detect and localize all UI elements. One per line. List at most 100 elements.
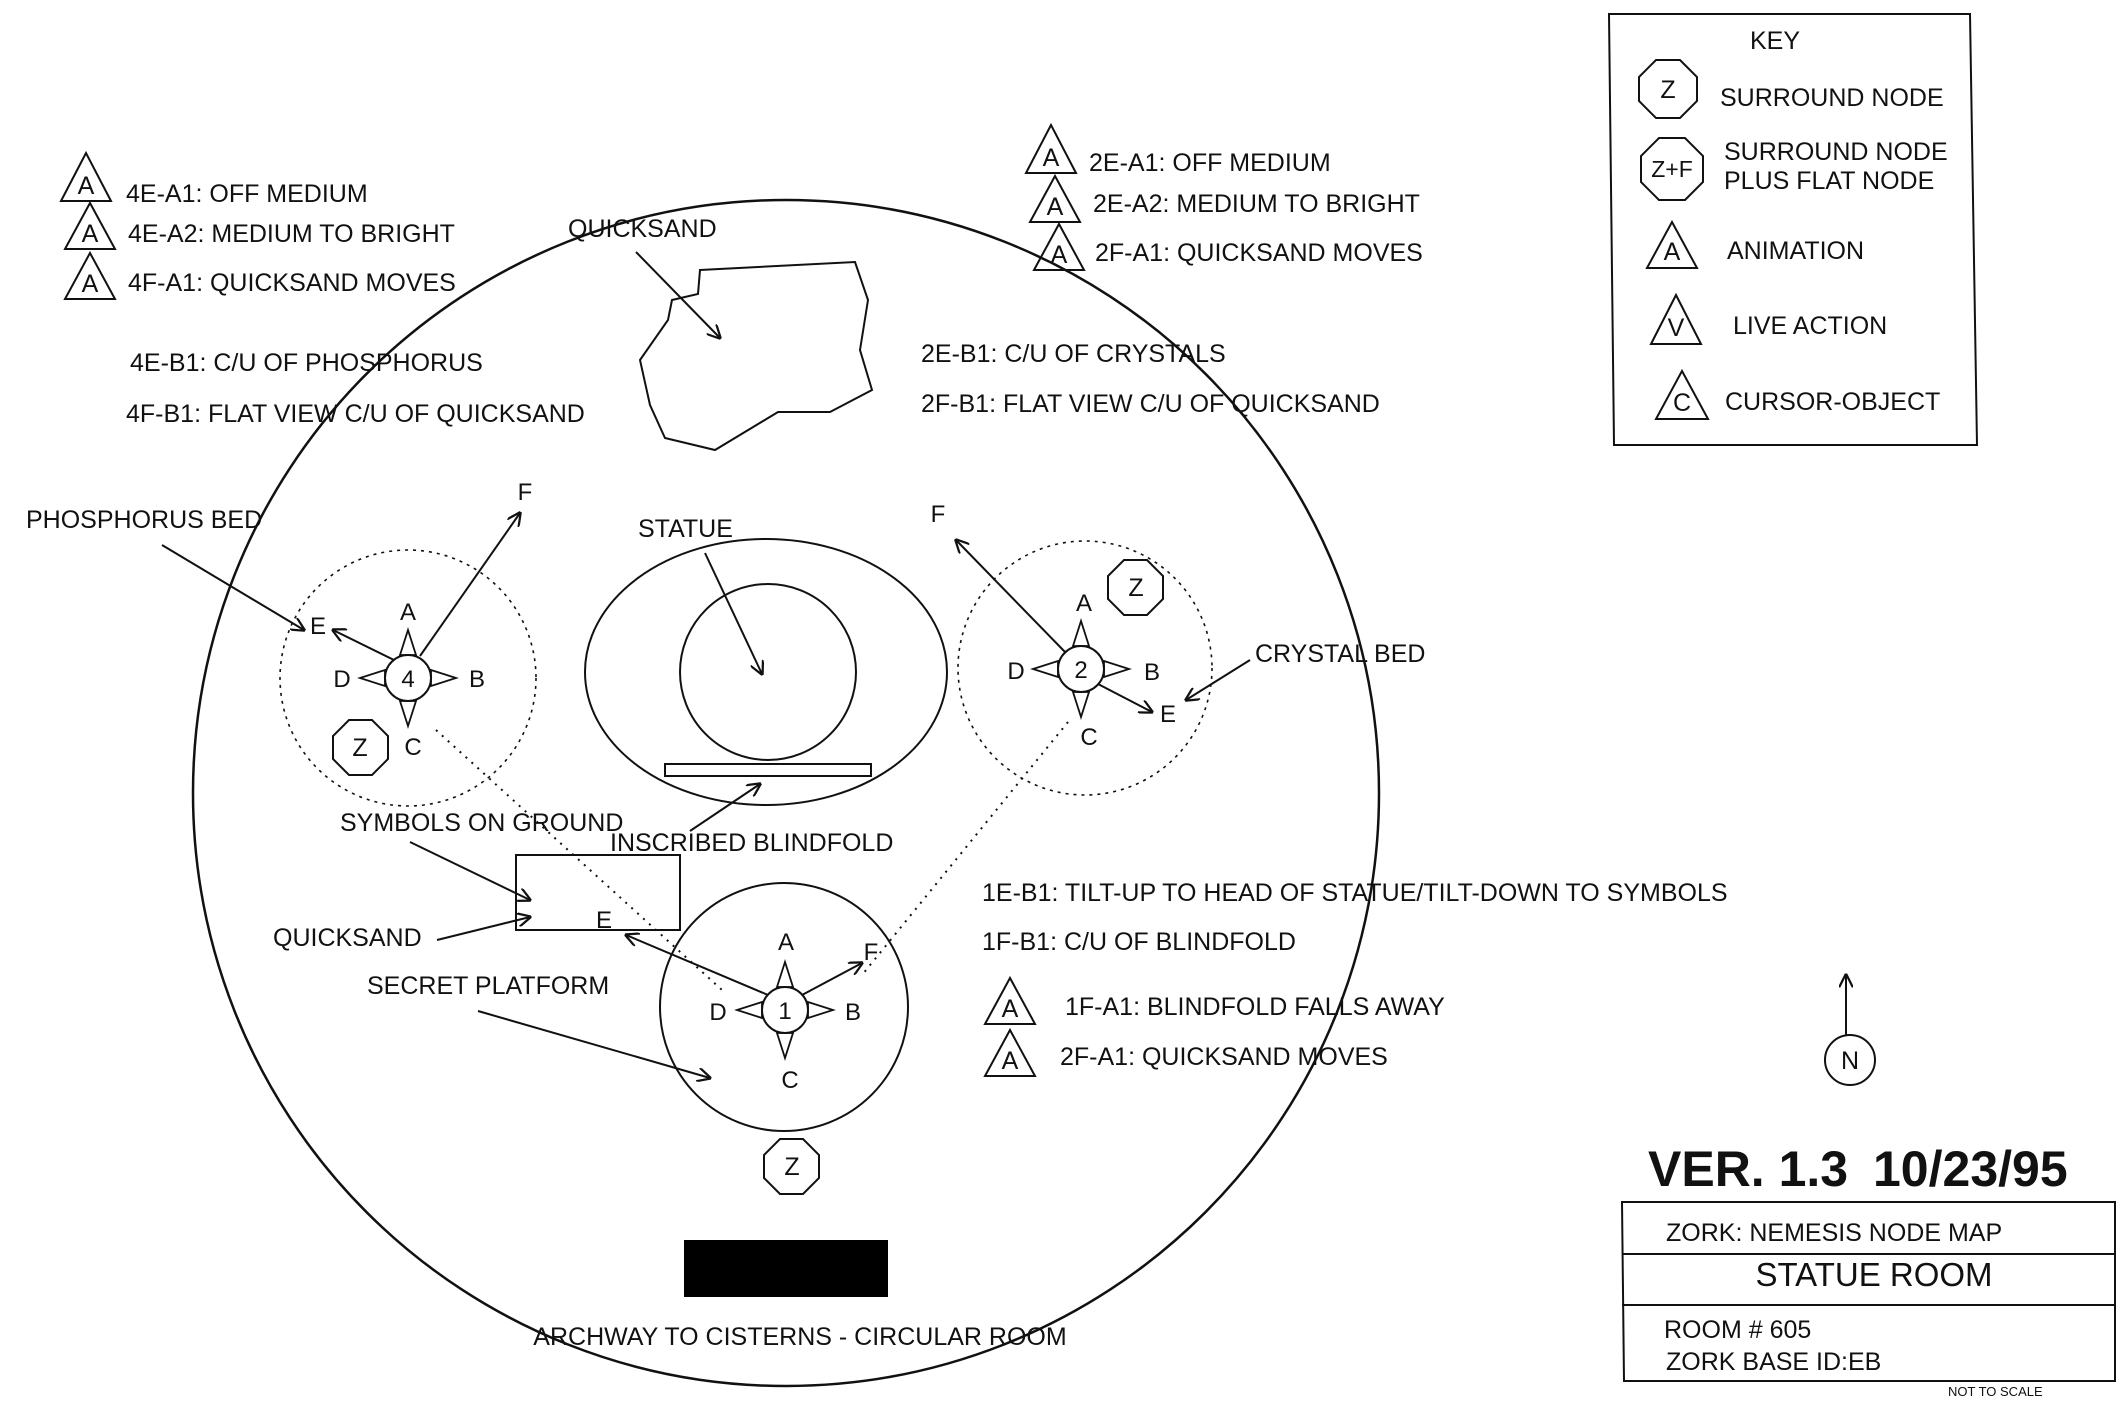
- quicksand-left-label: QUICKSAND: [273, 924, 422, 952]
- node-1-dir-a: A: [778, 929, 794, 956]
- surround-flat-node-key-icon: [1640, 137, 1704, 201]
- crystal-bed-label: CRYSTAL BED: [1255, 640, 1425, 668]
- room-name: STATUE ROOM: [1755, 1256, 1992, 1293]
- symbols-on-ground-label: SYMBOLS ON GROUND: [340, 809, 623, 837]
- animation-icon: [1024, 122, 1078, 174]
- key-label-animation: ANIMATION: [1727, 237, 1864, 265]
- north-label: N: [1841, 1047, 1859, 1075]
- svg-text:A: A: [82, 220, 99, 248]
- animation-icon: [1028, 173, 1082, 223]
- node-1-dir-f: F: [864, 939, 879, 966]
- title-block: ZORK: NEMESIS NODE MAP STATUE ROOM ROOM …: [1620, 1201, 2116, 1399]
- node-4[interactable]: 4 A B C D E F Z: [279, 479, 537, 807]
- scale-note: NOT TO SCALE: [1948, 1384, 2043, 1399]
- key-label-live-action: LIVE ACTION: [1733, 312, 1887, 340]
- key-symbol-v: V: [1668, 314, 1685, 342]
- svg-text:A: A: [1043, 144, 1060, 172]
- note-4f-a1: 4F-A1: QUICKSAND MOVES: [128, 269, 456, 297]
- surround-node-icon: [763, 1138, 820, 1195]
- key-label-surround: SURROUND NODE: [1720, 84, 1944, 112]
- node-4-id: 4: [401, 666, 414, 693]
- surround-node-icon: [332, 719, 389, 776]
- key-symbol-z: Z: [1660, 76, 1675, 104]
- key-symbol-zf: Z+F: [1651, 156, 1693, 182]
- svg-text:Z: Z: [1128, 574, 1143, 602]
- archway-block: [684, 1240, 888, 1297]
- room-number: ROOM # 605: [1664, 1316, 1811, 1344]
- svg-text:A: A: [1002, 1047, 1019, 1075]
- note-1e-b1: 1E-B1: TILT-UP TO HEAD OF STATUE/TILT-DO…: [982, 879, 1728, 907]
- note-2f-a1: 2F-A1: QUICKSAND MOVES: [1095, 239, 1423, 267]
- zork-base-id: ZORK BASE ID:EB: [1666, 1348, 1881, 1376]
- room-outline: [191, 198, 1381, 1388]
- animation-key-icon: [1645, 219, 1699, 269]
- node2-notes: A 2E-A1: OFF MEDIUM A 2E-A2: MEDIUM TO B…: [921, 122, 1423, 418]
- quicksand-top-label: QUICKSAND: [568, 215, 717, 243]
- cursor-object-key-icon: [1654, 368, 1710, 420]
- svg-text:A: A: [82, 270, 99, 298]
- node-1-dir-e: E: [596, 907, 612, 934]
- live-action-key-icon: [1649, 292, 1703, 345]
- phosphorus-bed-label: PHOSPHORUS BED: [26, 506, 262, 534]
- node-4-dir-f: F: [518, 479, 533, 506]
- node-2[interactable]: 2 A B C D E F Z: [931, 501, 1213, 796]
- node1-notes: 1E-B1: TILT-UP TO HEAD OF STATUE/TILT-DO…: [982, 879, 1728, 1077]
- node-1-dir-c: C: [781, 1067, 798, 1094]
- archway-label: ARCHWAY TO CISTERNS - CIRCULAR ROOM: [533, 1323, 1066, 1351]
- note-1f-b1: 1F-B1: C/U OF BLINDFOLD: [982, 928, 1296, 956]
- secret-platform-label: SECRET PLATFORM: [367, 972, 609, 1000]
- animation-icon: [983, 1027, 1037, 1077]
- statue-label: STATUE: [638, 515, 733, 543]
- node-2-dir-c: C: [1080, 724, 1097, 751]
- node-1-id: 1: [778, 998, 791, 1025]
- note-1f-a1: 1F-A1: BLINDFOLD FALLS AWAY: [1065, 993, 1445, 1021]
- key-symbol-c: C: [1673, 389, 1691, 417]
- version-date: 10/23/95: [1873, 1141, 2068, 1197]
- node-2-dir-d: D: [1007, 658, 1024, 685]
- node-4-dir-c: C: [404, 734, 421, 761]
- key-label-surround-flat-1: SURROUND NODE: [1724, 138, 1948, 166]
- key-label-surround-flat-2: PLUS FLAT NODE: [1724, 167, 1934, 195]
- animation-icon: [1032, 221, 1086, 271]
- key-title: KEY: [1750, 27, 1800, 55]
- key-legend: KEY Z SURROUND NODE Z+F SURROUND NODE PL…: [1607, 13, 1979, 446]
- animation-icon: [983, 975, 1037, 1025]
- node-2-dir-e: E: [1160, 701, 1176, 728]
- node-2-dir-b: B: [1144, 659, 1160, 686]
- node-1[interactable]: 1 A B C D E F Z: [596, 882, 909, 1195]
- surround-node-icon: [1107, 559, 1164, 616]
- note-2e-a1: 2E-A1: OFF MEDIUM: [1089, 149, 1331, 177]
- svg-text:A: A: [1047, 193, 1064, 221]
- node-1-dir-b: B: [845, 999, 861, 1026]
- note-2e-b1: 2E-B1: C/U OF CRYSTALS: [921, 340, 1226, 368]
- surround-node-key-icon: [1638, 59, 1698, 119]
- project-title: ZORK: NEMESIS NODE MAP: [1666, 1219, 2002, 1247]
- animation-icon: [63, 200, 117, 250]
- quicksand-area: QUICKSAND: [568, 215, 874, 452]
- version-label: VER. 1.3: [1648, 1141, 1848, 1197]
- animation-icon: [59, 150, 113, 202]
- key-symbol-a: A: [1664, 238, 1681, 266]
- node-4-dir-e: E: [310, 613, 326, 640]
- node-1-dir-d: D: [709, 999, 726, 1026]
- node4-notes: A 4E-A1: OFF MEDIUM A 4E-A2: MEDIUM TO B…: [59, 150, 585, 428]
- note-2f-b1: 2F-B1: FLAT VIEW C/U OF QUICKSAND: [921, 390, 1380, 418]
- svg-text:A: A: [1002, 995, 1019, 1023]
- note-2f-a1-node1: 2F-A1: QUICKSAND MOVES: [1060, 1043, 1388, 1071]
- note-4e-a1: 4E-A1: OFF MEDIUM: [126, 180, 368, 208]
- node-2-id: 2: [1074, 657, 1087, 684]
- svg-text:A: A: [1051, 241, 1068, 269]
- note-4f-b1: 4F-B1: FLAT VIEW C/U OF QUICKSAND: [126, 400, 585, 428]
- note-4e-b1: 4E-B1: C/U OF PHOSPHORUS: [130, 349, 483, 377]
- note-2e-a2: 2E-A2: MEDIUM TO BRIGHT: [1093, 190, 1420, 218]
- node-2-dir-a: A: [1076, 590, 1092, 617]
- node-4-dir-a: A: [400, 599, 416, 626]
- node-4-dir-b: B: [469, 666, 485, 693]
- north-indicator: N: [1824, 975, 1876, 1086]
- inscribed-blindfold-label: INSCRIBED BLINDFOLD: [610, 829, 893, 857]
- svg-text:A: A: [78, 172, 95, 200]
- node-4-dir-d: D: [333, 666, 350, 693]
- node-2-dir-f: F: [931, 501, 946, 528]
- svg-text:Z: Z: [352, 734, 367, 762]
